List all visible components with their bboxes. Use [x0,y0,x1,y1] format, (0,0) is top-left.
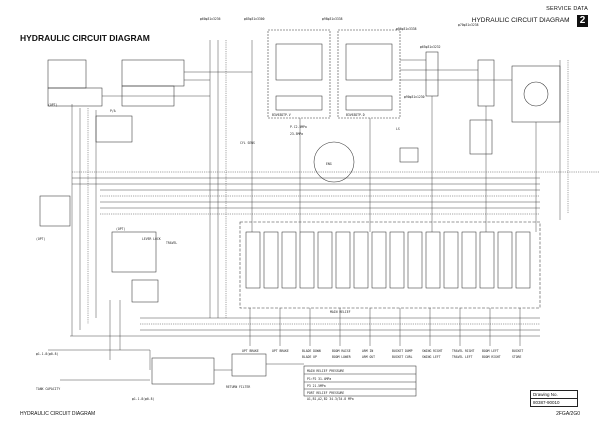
valve-spool [443,231,459,289]
pipe-label: φ90φ31x1230 [404,95,425,99]
actuator-label: TRAVEL RIGHT [452,349,474,353]
actuator-label: BLADE UP [302,355,317,359]
actuator-label: BOOM RIGHT [482,355,501,359]
pipe-label: φ85φ31x3300 [244,17,265,21]
actuator-label: OPT BRAKE [242,349,259,353]
spec-row: PORT RELIEF PRESSURE [307,391,344,395]
pump-label: LS [396,127,400,131]
spec-row: P1:P2 31.4MPa [307,377,331,381]
chapter-badge: 2 [577,14,588,27]
component-box [47,59,87,89]
pump-regulator [345,43,393,81]
actuator-label: ARM OUT [362,355,375,359]
component-label: LEVER LOCK [142,237,161,241]
relief-label: MAIN RELIEF [330,310,351,314]
pump-unit-dashed [267,29,331,119]
valve-spool [515,231,531,289]
valve-spool [461,231,477,289]
engine-circle [313,141,355,183]
tank-box [151,357,215,385]
pipe-label: φ65φ31x3232 [420,45,441,49]
footer-code: 2FGA/2G0 [556,411,580,417]
swing-motor [523,81,549,107]
option-label: (OPT) [36,237,45,241]
valve-spool [371,231,387,289]
valve-spool [389,231,405,289]
page-title: HYDRAULIC CIRCUIT DIAGRAM [20,33,150,43]
drawing-number-label: Drawing No. [531,391,577,399]
spec-row: P3 21.5MPa [307,384,326,388]
actuator-label: SWING RIGHT [422,349,443,353]
valve-spool [497,231,513,289]
actuator-label: BUCKET DUMP [392,349,413,353]
spec-table [303,365,417,397]
pump-body [345,95,393,111]
filter-label: RETURN FILTER [226,385,250,389]
component-box [39,195,71,227]
spec-row: MAIN RELIEF PRESSURE [307,369,344,373]
option-label: (OPT) [48,103,57,107]
component-box [399,147,419,163]
valve-spool [425,231,441,289]
drawing-number-box: Drawing No. 80387-90010 [530,390,578,407]
valve-spool [263,231,279,289]
page-header: SERVICE DATA HYDRAULIC CIRCUIT DIAGRAM 2 [472,6,588,30]
orifice-label: φ1-1.8(φ0.8) [132,397,154,401]
component-box [95,115,133,143]
control-valve-dashed [239,221,541,309]
drawing-number: 80387-90010 [533,400,560,405]
option-label: (OPT) [116,227,125,231]
pipe-label: φ70φ31x3238 [458,23,479,27]
actuator-label: ARM IN [362,349,373,353]
valve-spool [335,231,351,289]
footer-title: HYDRAULIC CIRCUIT DIAGRAM [20,411,96,417]
cylinder [425,51,439,97]
actuator-label: OPT BRAKE [272,349,289,353]
pump-label: B3V63DTP.V [272,113,291,117]
actuator-label: BLADE DOWN [302,349,321,353]
actuator-label: BOOM LEFT [482,349,499,353]
pressure-label: 23.5MPa [290,132,303,136]
pump-regulator [275,43,323,81]
actuator-label: SWING LEFT [422,355,441,359]
component-box [111,231,157,273]
pipe-label: φ96φ31x3338 [396,27,417,31]
actuator-label: TRAVEL LEFT [452,355,473,359]
valve-spool [245,231,261,289]
section-label: SERVICE DATA [546,6,588,12]
valve-spool [281,231,297,289]
valve-spool [299,231,315,289]
cylinder [477,59,495,107]
component-label: P/A [110,109,116,113]
component-label: CYL SENS [240,141,255,145]
valve-spool [353,231,369,289]
header-title: HYDRAULIC CIRCUIT DIAGRAM [471,17,570,25]
valve-spool [407,231,423,289]
cylinder [469,119,493,155]
pilot-pressure-label: P.C2.5MPa [290,125,307,129]
component-box [131,279,159,303]
actuator-label: BOOM LOWER [332,355,351,359]
component-box [121,59,185,87]
actuator-label: STORE [512,355,521,359]
pipe-label: φ60φ31x3236 [200,17,221,21]
valve-spool [479,231,495,289]
actuator-label: BOOM RAISE [332,349,351,353]
actuator-label: BUCKET [512,349,523,353]
pump-label: B3V63DTP.D [346,113,365,117]
swing-motor-box [511,65,561,123]
pump-unit-dashed [337,29,401,119]
component-label: TRAVEL [166,241,177,245]
spec-row: A1,B1,A2,B2 34.3/34.8 MPa [307,397,354,401]
valve-spool [317,231,333,289]
orifice-label: φ1-1.8(φ0.8) [36,352,58,356]
tank-label: TANK CAPACITY [36,387,60,391]
pilot-valve-box [231,353,267,377]
actuator-label: BUCKET CURL [392,355,413,359]
engine-label: ENG [326,162,332,166]
pipe-label: φ98φ31x3338 [322,17,343,21]
component-box [47,87,103,107]
pump-body [275,95,323,111]
